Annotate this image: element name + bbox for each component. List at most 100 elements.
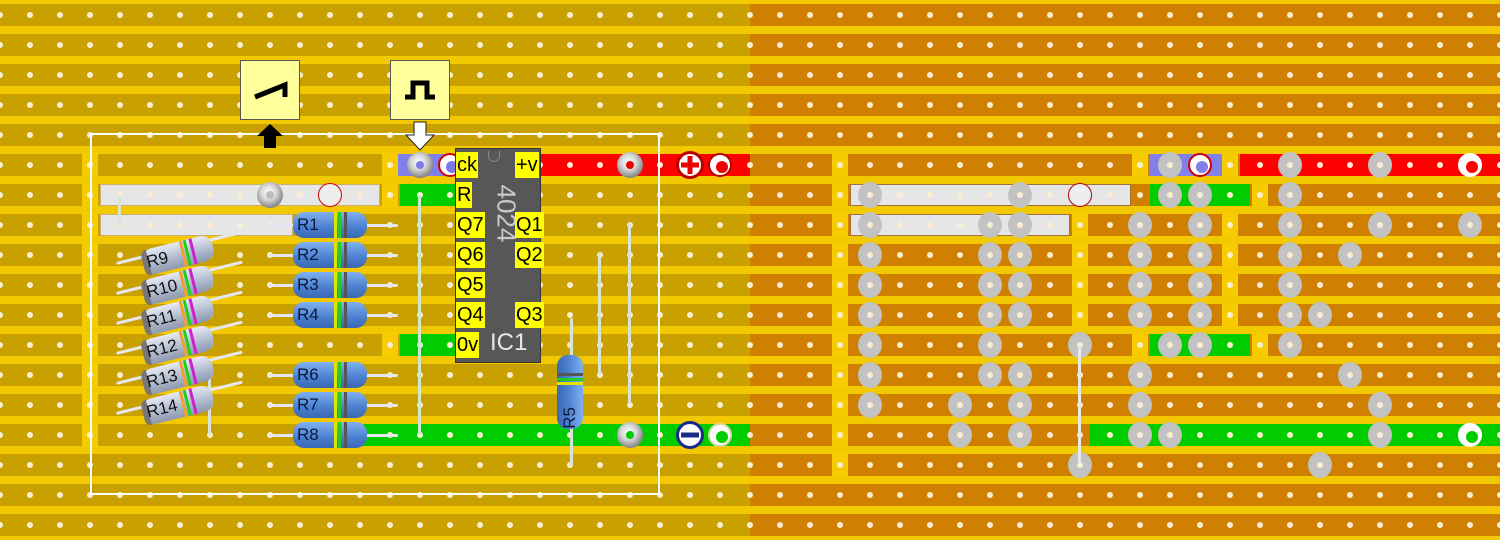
hole xyxy=(837,372,843,378)
hole xyxy=(27,162,33,168)
hole xyxy=(837,72,843,78)
hole xyxy=(387,162,393,168)
hole xyxy=(477,12,483,18)
strip-net xyxy=(400,334,460,356)
hole xyxy=(327,102,333,108)
hole xyxy=(1167,372,1173,378)
hole xyxy=(807,372,813,378)
hole xyxy=(297,462,303,468)
hole xyxy=(1377,252,1383,258)
hole xyxy=(1347,132,1353,138)
hole xyxy=(1317,102,1323,108)
resistor-r4[interactable]: R4 xyxy=(293,302,367,328)
hole xyxy=(1047,372,1053,378)
solder-pad xyxy=(948,392,972,418)
hole xyxy=(1107,342,1113,348)
hole xyxy=(777,312,783,318)
hole xyxy=(507,132,513,138)
hole xyxy=(0,492,3,498)
hole xyxy=(237,492,243,498)
hole xyxy=(807,432,813,438)
hole xyxy=(207,72,213,78)
hole xyxy=(717,462,723,468)
hole xyxy=(1347,192,1353,198)
hole xyxy=(177,132,183,138)
hole xyxy=(1017,462,1023,468)
hole xyxy=(447,132,453,138)
hole xyxy=(177,12,183,18)
hole xyxy=(1137,522,1143,528)
clock-input-marker[interactable] xyxy=(390,60,450,120)
hole xyxy=(57,132,63,138)
strip xyxy=(0,34,750,56)
hole xyxy=(1137,72,1143,78)
hole xyxy=(687,42,693,48)
ramp-output-marker[interactable] xyxy=(240,60,300,120)
hole xyxy=(177,492,183,498)
hole xyxy=(957,252,963,258)
hole xyxy=(1047,492,1053,498)
hole xyxy=(1407,312,1413,318)
hole xyxy=(657,12,663,18)
resistor-r5[interactable]: R5 xyxy=(557,355,583,429)
hole xyxy=(867,462,873,468)
hole xyxy=(1077,312,1083,318)
hole xyxy=(327,42,333,48)
hole xyxy=(1407,72,1413,78)
resistor-r8[interactable]: R8 xyxy=(293,422,367,448)
hole xyxy=(387,342,393,348)
hole xyxy=(837,222,843,228)
hole xyxy=(657,372,663,378)
pin-plus-v: +v xyxy=(515,152,539,178)
hole xyxy=(1077,282,1083,288)
hole xyxy=(1167,312,1173,318)
hole xyxy=(717,282,723,288)
positive-terminal[interactable] xyxy=(676,151,704,179)
solder-pad xyxy=(1128,212,1152,238)
hole xyxy=(0,522,3,528)
hole xyxy=(267,492,273,498)
resistor-r6[interactable]: R6 xyxy=(293,362,367,388)
hole xyxy=(207,492,213,498)
positive-pad xyxy=(708,153,732,177)
resistor-r1[interactable]: R1 xyxy=(293,212,367,238)
hole xyxy=(447,462,453,468)
hole xyxy=(957,312,963,318)
solder-pad xyxy=(1128,422,1152,448)
hole xyxy=(1167,42,1173,48)
hole xyxy=(1107,252,1113,258)
hole xyxy=(1407,162,1413,168)
terminal-pad xyxy=(1188,153,1212,177)
hole xyxy=(747,462,753,468)
hole xyxy=(687,462,693,468)
hole xyxy=(147,42,153,48)
hole xyxy=(1257,282,1263,288)
resistor-r2[interactable]: R2 xyxy=(293,242,367,268)
hole xyxy=(717,522,723,528)
hole xyxy=(27,132,33,138)
hole xyxy=(957,102,963,108)
hole xyxy=(777,192,783,198)
hole xyxy=(897,402,903,408)
hole xyxy=(1287,12,1293,18)
hole xyxy=(147,462,153,468)
hole xyxy=(387,192,393,198)
hole xyxy=(897,432,903,438)
hole xyxy=(867,12,873,18)
hole xyxy=(1167,282,1173,288)
resistor-r7[interactable]: R7 xyxy=(293,392,367,418)
resistor-label: R5 xyxy=(560,407,579,429)
hole xyxy=(1317,402,1323,408)
resistor-r3[interactable]: R3 xyxy=(293,272,367,298)
hole xyxy=(1407,12,1413,18)
solder-pad xyxy=(1278,152,1302,178)
hole xyxy=(1497,342,1500,348)
solder-pad xyxy=(1278,242,1302,268)
hole xyxy=(1167,252,1173,258)
negative-terminal[interactable] xyxy=(676,421,704,449)
hole xyxy=(1227,162,1233,168)
strip xyxy=(0,4,750,26)
hole xyxy=(1047,462,1053,468)
hole xyxy=(477,372,483,378)
hole xyxy=(87,12,93,18)
